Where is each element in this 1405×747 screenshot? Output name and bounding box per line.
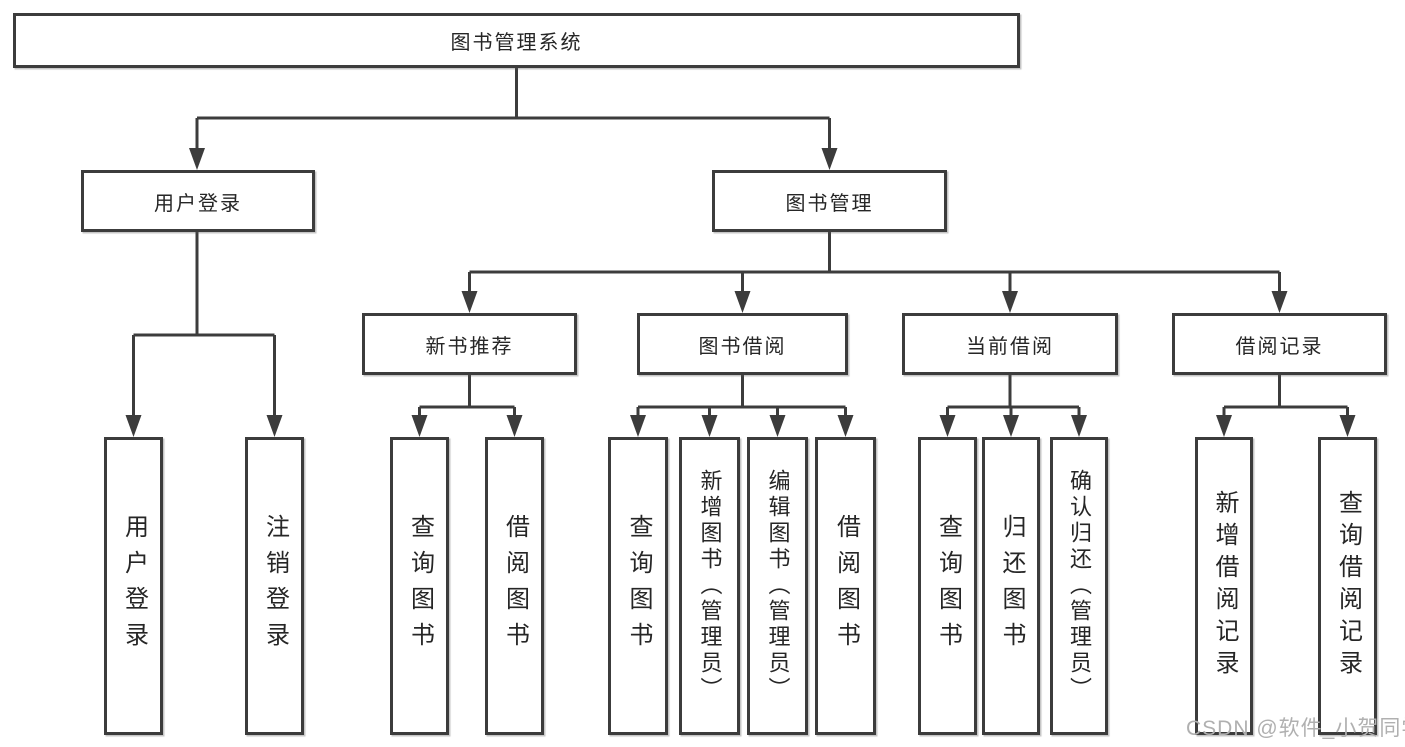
- node-book-management: 图书管理: [712, 170, 947, 232]
- leaf-query-borrow-record-label: 查询借阅记录: [1334, 490, 1362, 682]
- leaf-borrow-books-recommend: 借阅图书: [485, 437, 544, 735]
- node-current-borrow-label: 当前借阅: [966, 335, 1054, 358]
- csdn-watermark: CSDN @软件_小贺同学: [1186, 717, 1405, 740]
- node-borrow-records-label: 借阅记录: [1235, 335, 1324, 358]
- leaf-query-books-current: 查询图书: [918, 437, 977, 735]
- leaf-add-borrow-record: 新增借阅记录: [1195, 437, 1253, 735]
- node-user-login: 用户登录: [81, 170, 315, 232]
- node-new-book-recommend-label: 新书推荐: [425, 335, 514, 358]
- leaf-borrow-books-recommend-label: 借阅图书: [501, 514, 529, 658]
- leaf-add-book-admin: 新增图书（管理员）: [679, 437, 740, 735]
- arrowheads: [125, 148, 1356, 437]
- node-book-borrow-label: 图书借阅: [698, 335, 787, 358]
- node-user-login-label: 用户登录: [154, 192, 242, 215]
- node-root-label: 图书管理系统: [450, 32, 583, 54]
- node-new-book-recommend: 新书推荐: [362, 313, 577, 375]
- leaf-return-book-label: 归还图书: [998, 514, 1025, 658]
- node-borrow-records: 借阅记录: [1172, 313, 1387, 375]
- leaf-query-books-current-label: 查询图书: [934, 514, 962, 658]
- leaf-user-login-label: 用户登录: [120, 514, 148, 658]
- leaf-query-books-borrow: 查询图书: [608, 437, 668, 735]
- leaf-edit-book-admin-label: 编辑图书（管理员）: [765, 469, 791, 703]
- leaf-add-book-admin-label: 新增图书（管理员）: [697, 469, 723, 703]
- node-book-management-label: 图书管理: [785, 192, 874, 215]
- node-book-borrow: 图书借阅: [637, 313, 848, 375]
- node-root: 图书管理系统: [13, 13, 1020, 68]
- leaf-query-books-recommend: 查询图书: [390, 437, 449, 735]
- leaf-user-login: 用户登录: [104, 437, 163, 735]
- leaf-query-borrow-record: 查询借阅记录: [1318, 437, 1377, 735]
- leaf-confirm-return-admin-label: 确认归还（管理员）: [1067, 469, 1092, 703]
- leaf-return-book: 归还图书: [982, 437, 1040, 735]
- leaf-logout: 注销登录: [245, 437, 304, 735]
- leaf-edit-book-admin: 编辑图书（管理员）: [747, 437, 808, 735]
- leaf-add-borrow-record-label: 新增借阅记录: [1211, 490, 1238, 682]
- leaf-borrow-books-2-label: 借阅图书: [832, 514, 860, 658]
- leaf-borrow-books-2: 借阅图书: [815, 437, 876, 735]
- leaf-logout-label: 注销登录: [261, 514, 289, 658]
- leaf-confirm-return-admin: 确认归还（管理员）: [1050, 437, 1108, 735]
- node-current-borrow: 当前借阅: [902, 313, 1118, 375]
- leaf-query-books-borrow-label: 查询图书: [625, 514, 652, 658]
- leaf-query-books-recommend-label: 查询图书: [406, 514, 434, 658]
